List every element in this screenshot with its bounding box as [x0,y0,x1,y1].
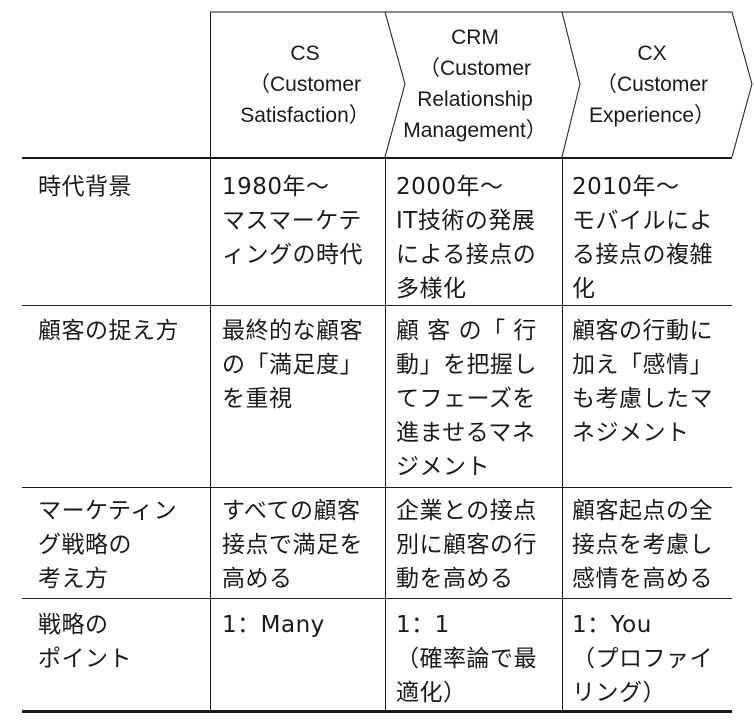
cell-cs: 最終的な顧客 の「満足度」 を重視 [222,318,363,412]
cell-cx: 顧客起点の全 接点を考慮し 感情を高める [572,498,713,592]
column-divider [385,159,386,710]
header-crm: CRM （Customer Relationship Management） [403,26,547,142]
header-chevrons [210,11,753,158]
row-label: 顧客の捉え方 [38,318,179,344]
cell-crm: 2000年〜 IT技術の発展 による接点の 多様化 [396,174,537,302]
chevron-outline-crm [385,11,581,158]
header-cs: CS （Customer Satisfaction） [240,42,370,127]
cell-crm: 企業との接点 別に顧客の行 動を高める [396,498,537,592]
row-label: 戦略の ポイント [38,612,132,672]
row-divider [22,487,732,488]
column-divider [210,12,211,710]
row-label: 時代背景 [38,174,132,200]
table-bottom-rule [22,710,732,713]
row-divider [22,305,732,306]
cell-cx: 2010年〜 モバイルによ る接点の複雑 化 [572,174,713,302]
cell-crm: 1：1 （確率論で最 適化） [396,612,537,706]
cell-cx: 顧客の行動に 加え「感情」 も考慮したマ ネジメント [572,318,713,446]
row-divider [22,598,732,599]
cell-crm: 顧 客 の「 行 動」を把握し てフェーズを 進ませるマネ ジメント [396,318,537,480]
cell-cx: 1：You （プロファイ リング） [572,612,713,706]
cell-cs: 1980年〜 マスマーケテ ィングの時代 [222,174,363,268]
header-cx: CX （Customer Experience） [588,42,716,127]
chevron-outline-cx [562,11,753,158]
chevron-outline-cs [210,11,406,158]
row-label: マーケティン グ戦略の 考え方 [38,498,178,592]
cell-cs: すべての顧客 接点で満足を 高める [222,498,363,592]
cell-cs: 1：Many [222,612,325,638]
column-divider [562,159,563,710]
header-bottom-rule [22,157,732,159]
